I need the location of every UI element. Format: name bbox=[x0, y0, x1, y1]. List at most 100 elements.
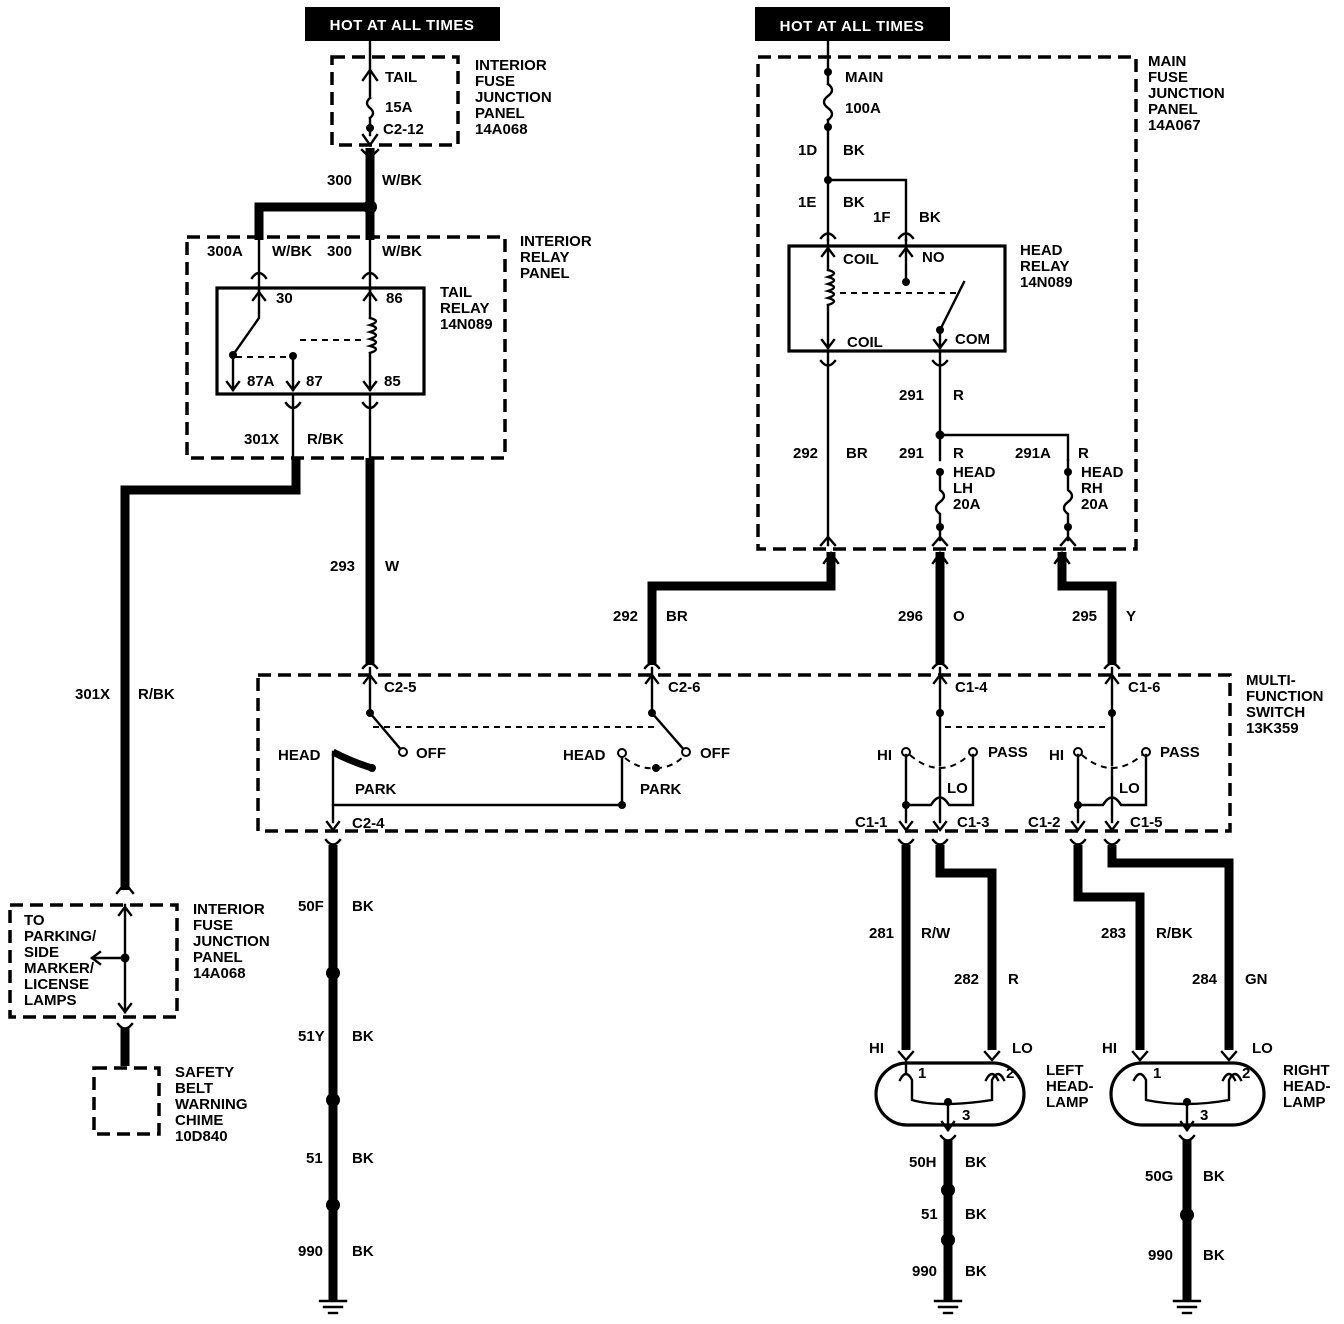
svg-text:INTERIOR: INTERIOR bbox=[520, 233, 592, 250]
svg-text:R: R bbox=[953, 445, 964, 462]
svg-text:O: O bbox=[953, 608, 965, 625]
svg-text:3: 3 bbox=[962, 1107, 970, 1124]
svg-text:BK: BK bbox=[843, 194, 865, 211]
svg-text:RELAY: RELAY bbox=[1020, 258, 1069, 275]
svg-text:51Y: 51Y bbox=[298, 1028, 325, 1045]
svg-text:TO: TO bbox=[24, 912, 45, 929]
svg-text:HEAD: HEAD bbox=[953, 464, 996, 481]
svg-text:1: 1 bbox=[918, 1065, 926, 1082]
svg-text:C1-4: C1-4 bbox=[955, 679, 988, 696]
svg-text:14A068: 14A068 bbox=[475, 121, 528, 138]
svg-text:291: 291 bbox=[899, 387, 924, 404]
svg-text:HEAD: HEAD bbox=[563, 747, 606, 764]
svg-text:BK: BK bbox=[352, 1150, 374, 1167]
svg-text:INTERIOR: INTERIOR bbox=[193, 901, 265, 918]
svg-text:FUSE: FUSE bbox=[193, 917, 233, 934]
svg-text:292: 292 bbox=[613, 608, 638, 625]
svg-text:300: 300 bbox=[327, 172, 352, 189]
svg-text:20A: 20A bbox=[1081, 496, 1109, 513]
svg-text:50F: 50F bbox=[298, 898, 324, 915]
svg-text:C1-1: C1-1 bbox=[855, 814, 888, 831]
svg-text:COIL: COIL bbox=[847, 334, 883, 351]
svg-text:FUSE: FUSE bbox=[1148, 69, 1188, 86]
svg-text:LO: LO bbox=[1012, 1040, 1033, 1057]
svg-text:MULTI-: MULTI- bbox=[1246, 672, 1296, 689]
svg-text:295: 295 bbox=[1072, 608, 1097, 625]
svg-text:292: 292 bbox=[793, 445, 818, 462]
ground-symbol-right-lamp bbox=[1172, 1299, 1202, 1315]
svg-text:1: 1 bbox=[1153, 1065, 1161, 1082]
svg-text:R: R bbox=[1078, 445, 1089, 462]
svg-text:TAIL: TAIL bbox=[385, 69, 417, 86]
svg-text:LAMP: LAMP bbox=[1046, 1094, 1089, 1111]
svg-text:HEAD: HEAD bbox=[1020, 242, 1063, 259]
svg-text:OFF: OFF bbox=[700, 745, 730, 762]
svg-text:LO: LO bbox=[1119, 780, 1140, 797]
svg-text:RH: RH bbox=[1081, 480, 1103, 497]
svg-text:LAMP: LAMP bbox=[1283, 1094, 1326, 1111]
svg-text:R/BK: R/BK bbox=[307, 431, 344, 448]
svg-text:1D: 1D bbox=[798, 142, 817, 159]
svg-text:100A: 100A bbox=[845, 100, 881, 117]
svg-text:C2-12: C2-12 bbox=[383, 121, 424, 138]
svg-text:W/BK: W/BK bbox=[382, 172, 422, 189]
svg-text:HEAD-: HEAD- bbox=[1283, 1078, 1331, 1095]
tail-relay: TAIL RELAY 14N089 30 86 87A 87 85 bbox=[215, 284, 493, 396]
svg-text:296: 296 bbox=[898, 608, 923, 625]
svg-text:BK: BK bbox=[843, 142, 865, 159]
svg-text:FUSE: FUSE bbox=[475, 73, 515, 90]
svg-text:W: W bbox=[385, 558, 400, 575]
svg-text:PARK: PARK bbox=[355, 781, 397, 798]
svg-text:R/BK: R/BK bbox=[1156, 925, 1193, 942]
svg-text:BR: BR bbox=[666, 608, 688, 625]
svg-text:51: 51 bbox=[306, 1150, 323, 1167]
svg-text:PANEL: PANEL bbox=[193, 949, 243, 966]
svg-text:291A: 291A bbox=[1015, 445, 1051, 462]
svg-text:C1-3: C1-3 bbox=[957, 814, 990, 831]
hot-at-all-times-right: HOT AT ALL TIMES bbox=[755, 7, 950, 41]
interior-fuse-panel-bottom: TO PARKING/ SIDE MARKER/ LICENSE LAMPS I… bbox=[8, 901, 270, 1019]
tail-fuse: TAIL 15A C2-12 bbox=[361, 39, 424, 148]
svg-text:PANEL: PANEL bbox=[475, 105, 525, 122]
svg-text:300: 300 bbox=[327, 243, 352, 260]
svg-text:10D840: 10D840 bbox=[175, 1128, 228, 1145]
svg-text:13K359: 13K359 bbox=[1246, 720, 1299, 737]
svg-text:LEFT: LEFT bbox=[1046, 1062, 1084, 1079]
ground-symbol bbox=[318, 1299, 348, 1315]
svg-text:BELT: BELT bbox=[175, 1080, 213, 1097]
svg-text:JUNCTION: JUNCTION bbox=[475, 89, 552, 106]
svg-text:86: 86 bbox=[386, 290, 403, 307]
svg-text:283: 283 bbox=[1101, 925, 1126, 942]
svg-text:C2-6: C2-6 bbox=[668, 679, 701, 696]
svg-text:BK: BK bbox=[352, 1028, 374, 1045]
svg-text:PANEL: PANEL bbox=[520, 265, 570, 282]
svg-text:PASS: PASS bbox=[988, 744, 1028, 761]
svg-text:HEAD-: HEAD- bbox=[1046, 1078, 1094, 1095]
svg-text:15A: 15A bbox=[385, 99, 413, 116]
svg-text:990: 990 bbox=[912, 1263, 937, 1280]
svg-text:990: 990 bbox=[298, 1243, 323, 1260]
svg-text:PARK: PARK bbox=[640, 781, 682, 798]
svg-text:LO: LO bbox=[1252, 1040, 1273, 1057]
main-fuse-panel: MAIN FUSE JUNCTION PANEL 14A067 bbox=[756, 53, 1225, 551]
interior-fuse-panel-top: INTERIOR FUSE JUNCTION PANEL 14A068 bbox=[330, 55, 552, 147]
svg-text:14N089: 14N089 bbox=[440, 316, 493, 333]
svg-text:50H: 50H bbox=[909, 1154, 937, 1171]
svg-text:HI: HI bbox=[1102, 1040, 1117, 1057]
svg-text:51: 51 bbox=[921, 1206, 938, 1223]
svg-text:3: 3 bbox=[1200, 1107, 1208, 1124]
svg-text:TAIL: TAIL bbox=[440, 284, 472, 301]
svg-text:C1-5: C1-5 bbox=[1130, 814, 1163, 831]
svg-text:293: 293 bbox=[330, 558, 355, 575]
svg-text:C1-2: C1-2 bbox=[1028, 814, 1061, 831]
svg-text:87A: 87A bbox=[247, 373, 275, 390]
ground-symbol-left-lamp bbox=[933, 1299, 963, 1315]
svg-text:1F: 1F bbox=[873, 209, 891, 226]
head-rh-fuse: HEAD RH 20A bbox=[1062, 458, 1124, 542]
svg-text:SAFETY: SAFETY bbox=[175, 1064, 234, 1081]
svg-text:HI: HI bbox=[1049, 747, 1064, 764]
svg-text:BK: BK bbox=[965, 1263, 987, 1280]
svg-text:BK: BK bbox=[919, 209, 941, 226]
svg-text:MAIN: MAIN bbox=[1148, 53, 1186, 70]
